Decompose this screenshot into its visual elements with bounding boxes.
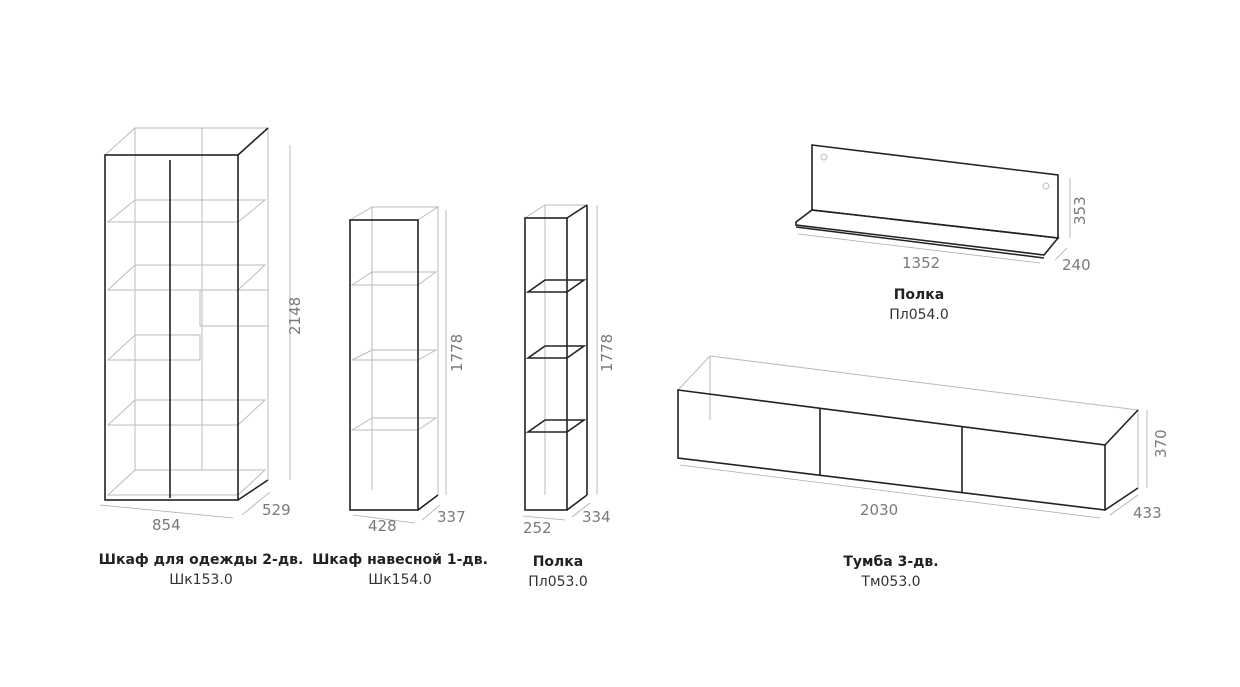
wall-shelf-code: Пл054.0 [889, 307, 949, 323]
tv-stand-drawing: 2030 433 370 [676, 355, 1170, 522]
shelf-column-caption: Полка Пл053.0 [438, 552, 678, 592]
wardrobe-title: Шкаф для одежды 2-дв. [98, 552, 304, 568]
wall-cabinet-caption: Шкаф навесной 1-дв. Шк154.0 [280, 550, 520, 590]
tv-stand-title: Тумба 3-дв. [843, 554, 939, 570]
wall-cabinet-height: 1778 [448, 334, 466, 372]
wall-shelf-height: 353 [1071, 196, 1089, 225]
wardrobe-code: Шк153.0 [169, 572, 233, 588]
wall-cabinet-width: 428 [368, 517, 397, 535]
wardrobe-drawing: 854 529 2148 [99, 127, 304, 534]
tv-stand-width: 2030 [860, 501, 898, 519]
tv-stand-height: 370 [1152, 429, 1170, 458]
tv-stand-depth: 433 [1133, 504, 1162, 522]
tv-stand-caption: Тумба 3-дв. Тм053.0 [771, 552, 1011, 592]
wall-cabinet-code: Шк154.0 [368, 572, 432, 588]
wall-cabinet-depth: 337 [437, 508, 466, 526]
shelf-column-code: Пл053.0 [528, 574, 588, 590]
wardrobe-caption: Шкаф для одежды 2-дв. Шк153.0 [81, 550, 321, 590]
shelf-column-drawing: 252 334 1778 [522, 204, 616, 537]
wall-shelf-depth: 240 [1062, 256, 1091, 274]
wall-shelf-title: Полка [893, 287, 945, 303]
wardrobe-depth: 529 [262, 501, 291, 519]
wall-cabinet-drawing: 428 337 1778 [348, 206, 466, 535]
shelf-column-depth: 334 [582, 508, 611, 526]
wall-shelf-drawing: 1352 240 353 [795, 144, 1091, 274]
wardrobe-width: 854 [152, 516, 181, 534]
shelf-column-width: 252 [523, 519, 552, 537]
wardrobe-height: 2148 [286, 297, 304, 335]
wall-shelf-width: 1352 [902, 254, 940, 272]
wall-cabinet-title: Шкаф навесной 1-дв. [312, 552, 488, 568]
shelf-column-height: 1778 [598, 334, 616, 372]
tv-stand-code: Тм053.0 [861, 574, 921, 590]
wall-shelf-caption: Полка Пл054.0 [799, 285, 1039, 325]
shelf-column-title: Полка [532, 554, 584, 570]
